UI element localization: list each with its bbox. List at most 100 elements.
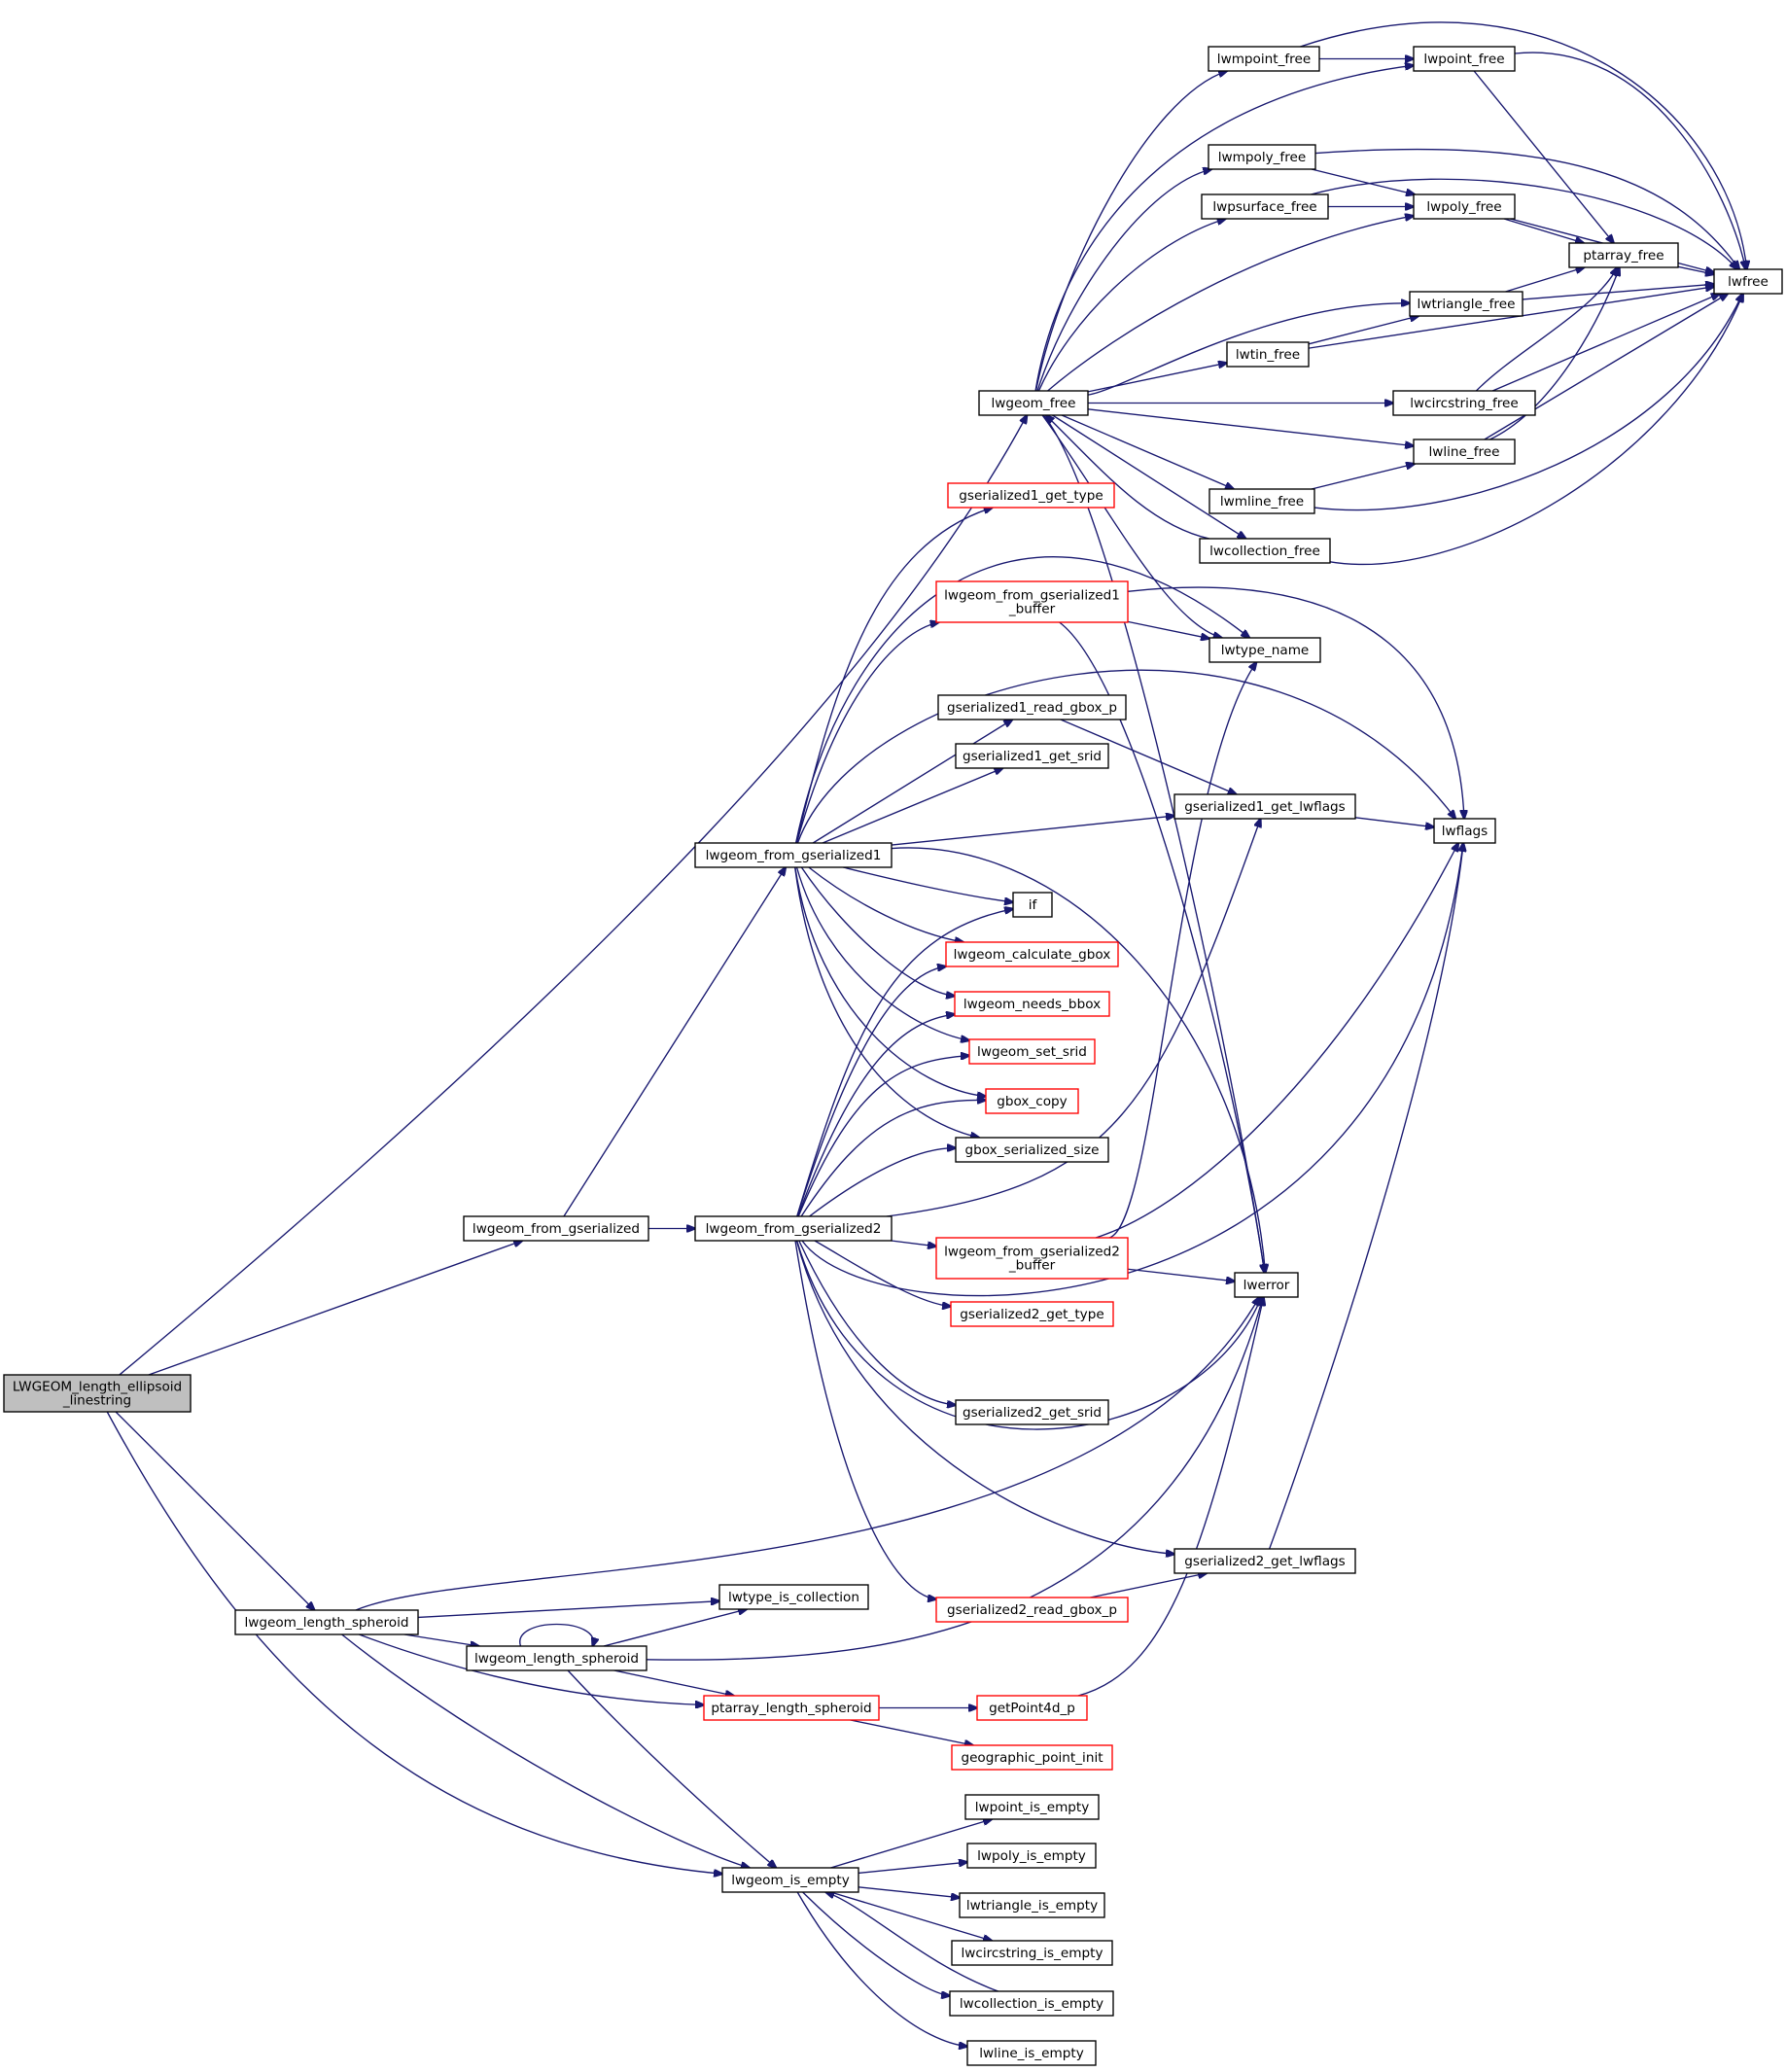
node-box[interactable] (976, 1695, 1088, 1721)
node-box[interactable] (1173, 1548, 1356, 1574)
node-gserialized2-get-type[interactable]: gserialized2_get_type (950, 1301, 1114, 1327)
node-lwgeom-calculate-gbox[interactable]: lwgeom_calculate_gbox (945, 941, 1119, 967)
node-box[interactable] (463, 1215, 649, 1242)
node-box[interactable] (1208, 144, 1316, 170)
node-box[interactable] (937, 694, 1127, 720)
node-lwgeom-length-spheroid[interactable]: lwgeom_length_spheroid (234, 1609, 419, 1635)
node-box[interactable] (1713, 268, 1783, 295)
node-box[interactable] (1413, 439, 1516, 465)
node-box[interactable] (1173, 793, 1356, 820)
node-box[interactable] (947, 482, 1115, 509)
node-lwpoly-free[interactable]: lwpoly_free (1413, 193, 1516, 220)
node-box[interactable] (1392, 390, 1536, 416)
node-box[interactable] (1012, 892, 1053, 918)
node-lwtin-free[interactable]: lwtin_free (1226, 341, 1310, 368)
node-lwtriangle-is-empty[interactable]: lwtriangle_is_empty (959, 1892, 1105, 1918)
node-lwtriangle-free[interactable]: lwtriangle_free (1409, 291, 1523, 317)
node-box[interactable] (718, 1584, 869, 1610)
node-box[interactable] (1568, 242, 1679, 268)
node-ptarray-length-spheroid[interactable]: ptarray_length_spheroid (703, 1695, 880, 1721)
node-if[interactable]: if (1012, 892, 1053, 918)
node-lwpoint-free[interactable]: lwpoint_free (1413, 46, 1516, 72)
node-box[interactable] (234, 1609, 419, 1635)
node-box[interactable] (966, 1843, 1097, 1869)
node-lwgeom-free[interactable]: lwgeom_free (978, 390, 1089, 416)
node-box[interactable] (964, 1794, 1100, 1820)
node-lwgeom-length-spheroid[interactable]: lwgeom_length_spheroid (466, 1645, 648, 1671)
node-gserialized1-read-gbox-p[interactable]: gserialized1_read_gbox_p (937, 694, 1127, 720)
node-lwgeom-set-srid[interactable]: lwgeom_set_srid (968, 1038, 1096, 1065)
node-lwcollection-free[interactable]: lwcollection_free (1199, 538, 1331, 564)
node-lwpoly-is-empty[interactable]: lwpoly_is_empty (966, 1843, 1097, 1869)
node-box[interactable] (951, 1744, 1113, 1771)
node-box[interactable] (935, 1237, 1129, 1280)
node-box[interactable] (950, 1301, 1114, 1327)
node-lwgeom-from-gserialized1[interactable]: lwgeom_from_gserialized1 (694, 842, 893, 868)
node-gserialized1-get-lwflags[interactable]: gserialized1_get_lwflags (1173, 793, 1356, 820)
node-box[interactable] (945, 941, 1119, 967)
node-box[interactable] (1433, 818, 1496, 844)
node-gbox-serialized-size[interactable]: gbox_serialized_size (955, 1137, 1109, 1163)
node-box[interactable] (1226, 341, 1310, 368)
node-box[interactable] (966, 2040, 1097, 2066)
node-box[interactable] (466, 1645, 648, 1671)
node-lwcollection-is-empty[interactable]: lwcollection_is_empty (949, 1990, 1114, 2017)
node-box[interactable] (1201, 193, 1329, 220)
node-lwcircstring-free[interactable]: lwcircstring_free (1392, 390, 1536, 416)
node-gbox-copy[interactable]: gbox_copy (985, 1088, 1079, 1114)
node-lwgeom-from-gserialized1-buffer[interactable]: lwgeom_from_gserialized1_buffer (935, 580, 1129, 623)
node-lwtype-name[interactable]: lwtype_name (1208, 637, 1321, 663)
node-box[interactable] (703, 1695, 880, 1721)
node-box[interactable] (935, 580, 1129, 623)
node-box[interactable] (1409, 291, 1523, 317)
node-lwmpoint-free[interactable]: lwmpoint_free (1208, 46, 1320, 72)
node-ptarray-free[interactable]: ptarray_free (1568, 242, 1679, 268)
node-gserialized2-get-srid[interactable]: gserialized2_get_srid (955, 1399, 1109, 1425)
node-box[interactable] (955, 743, 1109, 769)
node-lwgeom-is-empty[interactable]: lwgeom_is_empty (721, 1867, 859, 1893)
node-box[interactable] (951, 1940, 1113, 1966)
node-lwmline-free[interactable]: lwmline_free (1208, 488, 1315, 514)
node-box[interactable] (1413, 193, 1516, 220)
node-box[interactable] (955, 1399, 1109, 1425)
node-geographic-point-init[interactable]: geographic_point_init (951, 1744, 1113, 1771)
node-getpoint4d-p[interactable]: getPoint4d_p (976, 1695, 1088, 1721)
node-box[interactable] (968, 1038, 1096, 1065)
node-box[interactable] (1208, 637, 1321, 663)
node-lwcircstring-is-empty[interactable]: lwcircstring_is_empty (951, 1940, 1113, 1966)
node-box[interactable] (954, 991, 1110, 1017)
node-lwfree[interactable]: lwfree (1713, 268, 1783, 295)
node-lwflags[interactable]: lwflags (1433, 818, 1496, 844)
node-box[interactable] (694, 842, 893, 868)
node-box[interactable] (721, 1867, 859, 1893)
node-box[interactable] (1199, 538, 1331, 564)
node-box[interactable] (1208, 488, 1315, 514)
node-box[interactable] (978, 390, 1089, 416)
node-lwgeom-from-gserialized2[interactable]: lwgeom_from_gserialized2 (694, 1215, 893, 1242)
node-lwtype-is-collection[interactable]: lwtype_is_collection (718, 1584, 869, 1610)
node-lwerror[interactable]: lwerror (1234, 1272, 1299, 1298)
node-box[interactable] (1234, 1272, 1299, 1298)
node-lwgeom-from-gserialized2-buffer[interactable]: lwgeom_from_gserialized2_buffer (935, 1237, 1129, 1280)
node-gserialized1-get-srid[interactable]: gserialized1_get_srid (955, 743, 1109, 769)
node-lwgeom-length-ellipsoid-linestring[interactable]: LWGEOM_length_ellipsoid_linestring (3, 1374, 192, 1413)
node-lwmpoly-free[interactable]: lwmpoly_free (1208, 144, 1316, 170)
node-lwline-is-empty[interactable]: lwline_is_empty (966, 2040, 1097, 2066)
node-lwpoint-is-empty[interactable]: lwpoint_is_empty (964, 1794, 1100, 1820)
node-box[interactable] (985, 1088, 1079, 1114)
node-box[interactable] (949, 1990, 1114, 2017)
node-box[interactable] (935, 1597, 1129, 1623)
node-lwgeom-needs-bbox[interactable]: lwgeom_needs_bbox (954, 991, 1110, 1017)
node-gserialized1-get-type[interactable]: gserialized1_get_type (947, 482, 1115, 509)
node-box[interactable] (959, 1892, 1105, 1918)
node-box[interactable] (694, 1215, 893, 1242)
node-box[interactable] (1208, 46, 1320, 72)
node-lwgeom-from-gserialized[interactable]: lwgeom_from_gserialized (463, 1215, 649, 1242)
node-gserialized2-read-gbox-p[interactable]: gserialized2_read_gbox_p (935, 1597, 1129, 1623)
node-gserialized2-get-lwflags[interactable]: gserialized2_get_lwflags (1173, 1548, 1356, 1574)
node-box[interactable] (1413, 46, 1516, 72)
node-lwpsurface-free[interactable]: lwpsurface_free (1201, 193, 1329, 220)
node-box[interactable] (3, 1374, 192, 1413)
node-box[interactable] (955, 1137, 1109, 1163)
node-lwline-free[interactable]: lwline_free (1413, 439, 1516, 465)
